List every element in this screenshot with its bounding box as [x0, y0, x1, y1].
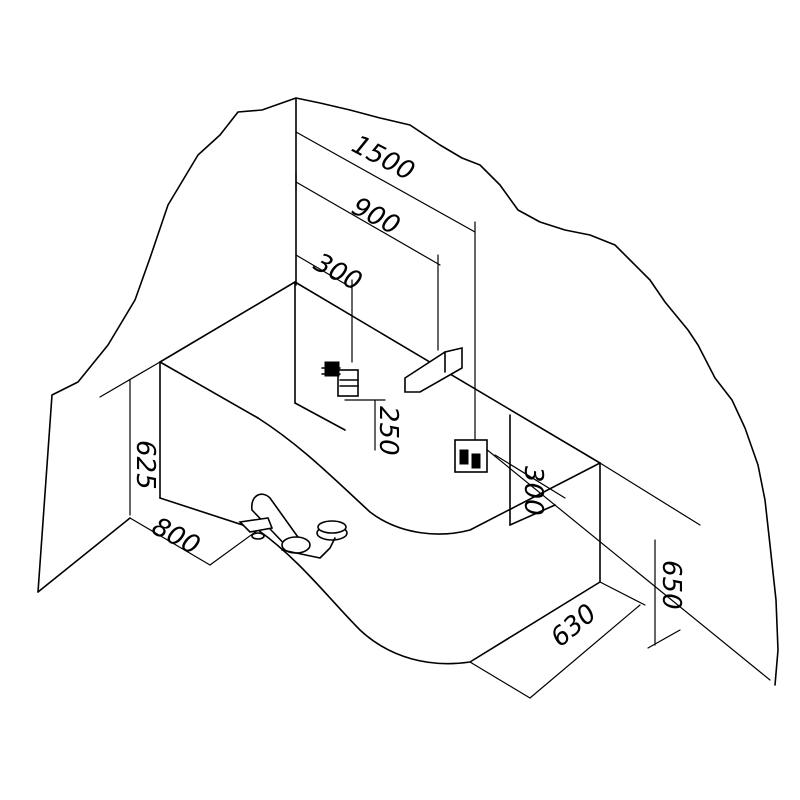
dimension-lines	[99, 131, 771, 699]
dim-625: 625	[130, 440, 160, 490]
wall-outline	[37, 97, 779, 686]
tub-back-rim	[159, 281, 296, 363]
wall-control-icon	[321, 361, 359, 397]
tub-curved-rim	[257, 417, 601, 535]
dim-1500: 1500	[347, 130, 420, 188]
spout-icon	[404, 346, 463, 393]
tub-curved-skirt	[257, 529, 601, 665]
dim-800: 800	[147, 512, 205, 562]
side-panel-control-icon	[454, 439, 488, 473]
dim-630: 630	[545, 598, 602, 653]
dim-300-panel: 300	[518, 466, 548, 516]
dim-650: 650	[656, 560, 686, 610]
drain-icon	[238, 493, 348, 559]
dim-900: 900	[347, 192, 405, 242]
dim-250: 250	[373, 406, 403, 456]
dim-300-control: 300	[309, 248, 367, 298]
